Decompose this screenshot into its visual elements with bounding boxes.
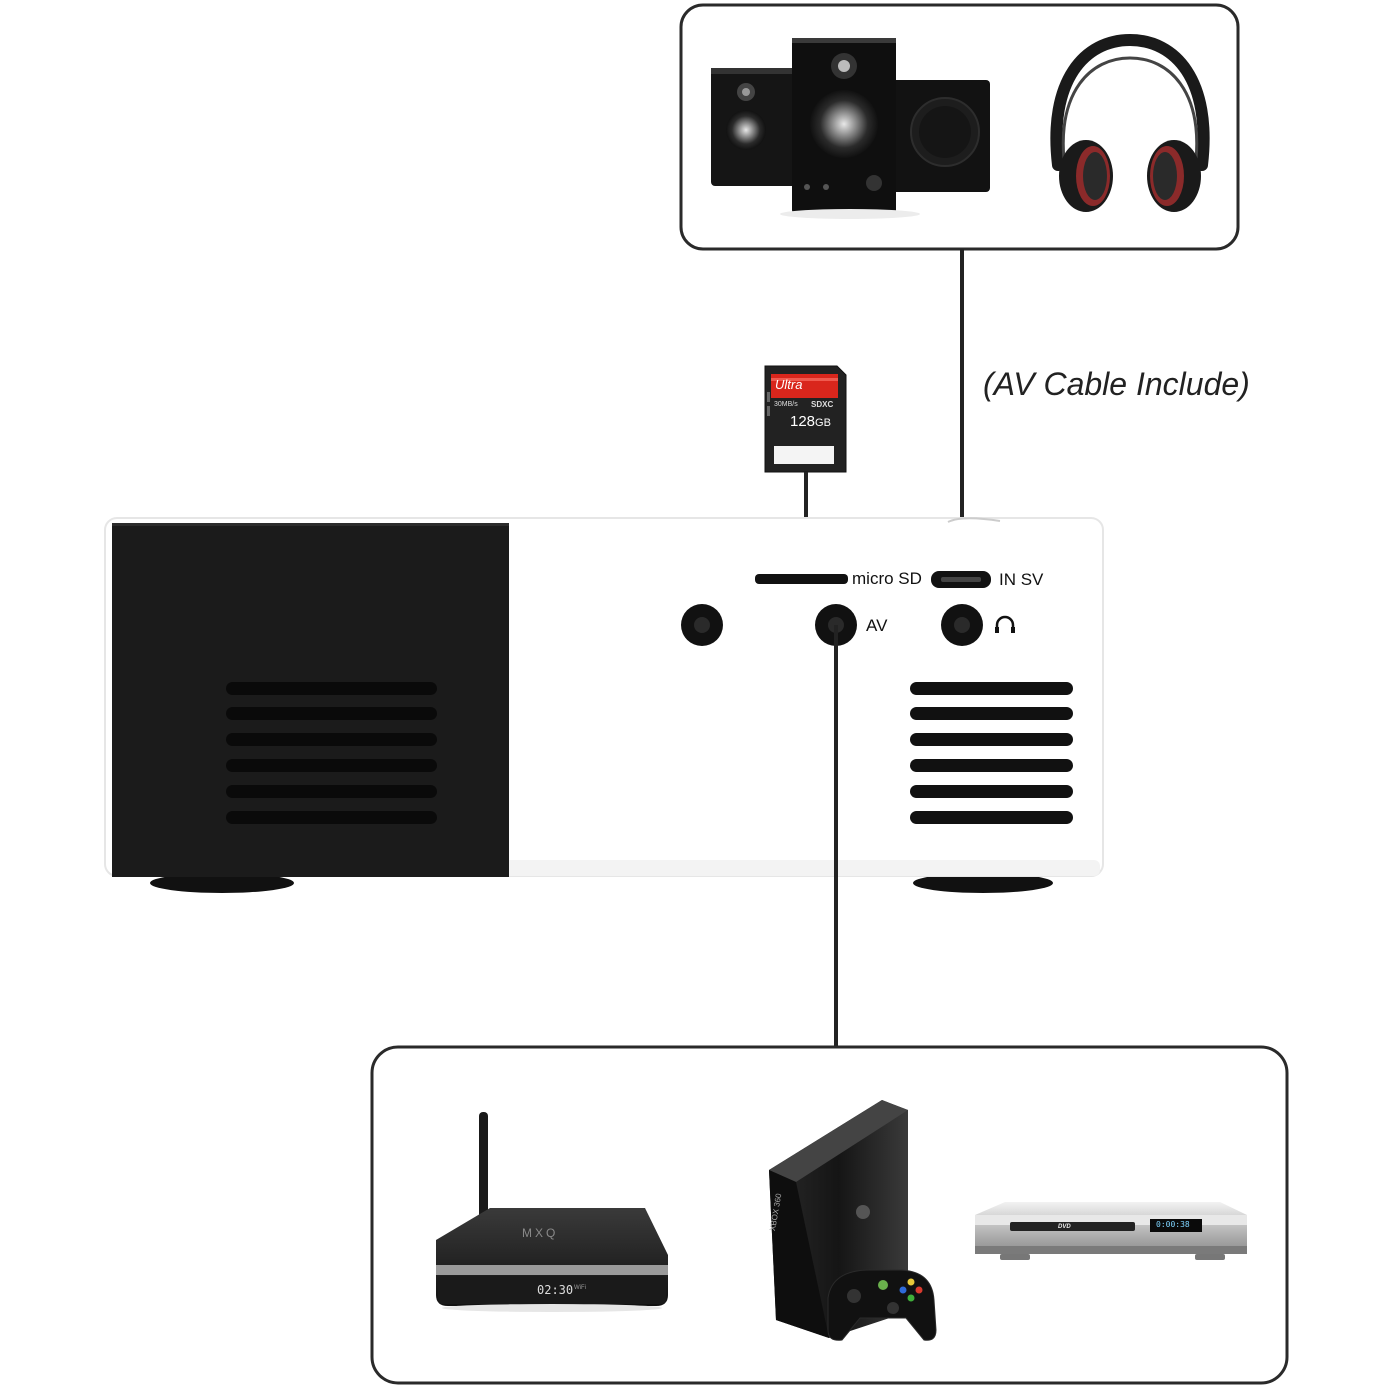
tv-box-tag: WiFi <box>574 1285 586 1291</box>
av-cable-note: (AV Cable Include) <box>983 366 1250 402</box>
in-sv-label: IN SV <box>999 570 1044 589</box>
speakers-icon <box>711 38 990 219</box>
game-console-icon <box>769 1100 937 1341</box>
dvd-player-icon <box>975 1202 1247 1260</box>
headphone-icon <box>995 615 1015 633</box>
sd-card-capacity: 128GB <box>790 413 831 430</box>
headphones-icon <box>1050 33 1210 212</box>
av-label: AV <box>866 616 888 635</box>
dvd-display: 0:00:38 <box>1156 1220 1190 1229</box>
sd-card-brand: Ultra <box>775 377 803 392</box>
tv-box-icon <box>436 1112 668 1312</box>
tv-box-brand: MXQ <box>522 1226 559 1240</box>
sd-card-type: SDXC <box>811 400 834 409</box>
sd-card-speed: 30MB/s <box>774 401 798 408</box>
sd-card-capacity-value: 128 <box>790 413 816 430</box>
micro-sd-label: micro SD <box>852 569 922 588</box>
projector <box>104 517 1104 893</box>
sd-card-icon <box>764 365 847 473</box>
sd-card-capacity-unit: GB <box>815 417 831 429</box>
dvd-brand: DVD <box>1058 1224 1071 1230</box>
tv-box-display: 02:30 <box>537 1283 574 1297</box>
micro-sd-slot <box>755 574 848 584</box>
